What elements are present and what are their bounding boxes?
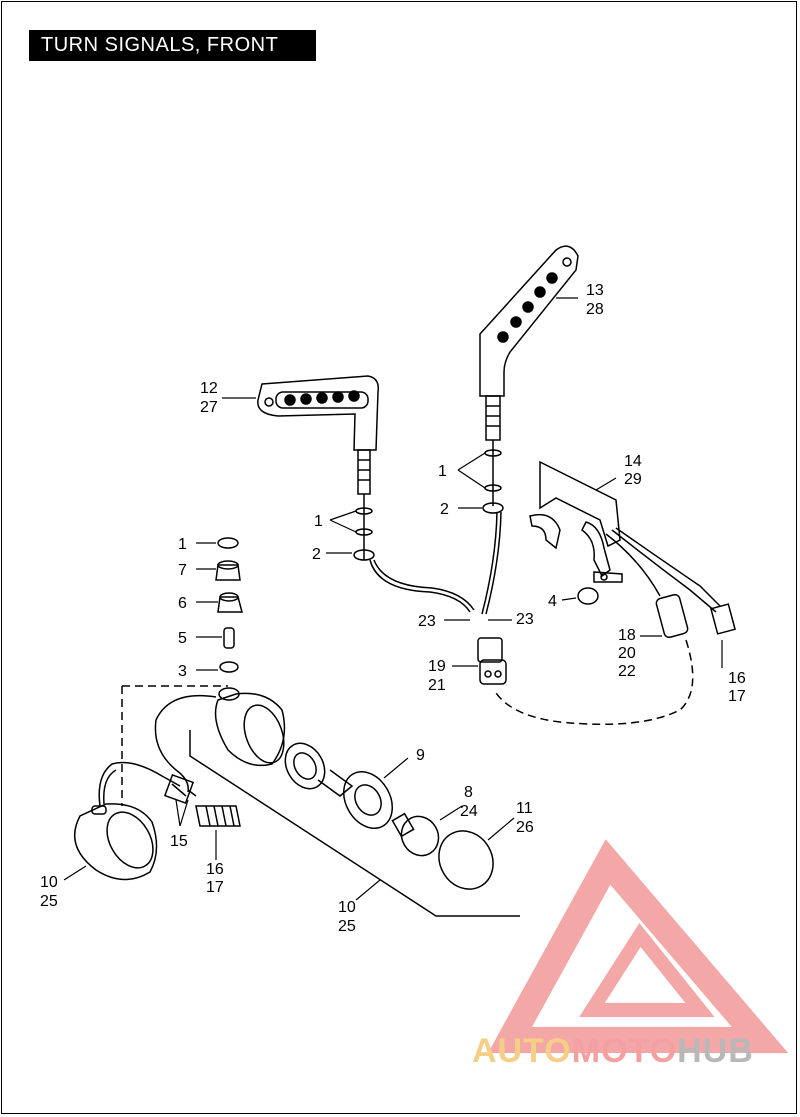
label-18: 18 xyxy=(618,627,636,644)
label-17: 17 xyxy=(728,688,746,705)
label-1: 1 xyxy=(178,536,187,553)
label-6: 6 xyxy=(178,595,187,612)
watermark-hub: HUB xyxy=(677,1032,754,1070)
signal-housing-left xyxy=(73,761,195,881)
label-5: 5 xyxy=(178,630,187,647)
label-23: 23 xyxy=(418,613,436,630)
bulb xyxy=(391,812,440,857)
callout-labels: 1 7 6 5 3 12 27 13 28 1 2 1 2 14 29 4 23… xyxy=(40,282,746,935)
label-2: 2 xyxy=(312,546,321,563)
label-1: 1 xyxy=(438,463,447,480)
label-19: 19 xyxy=(428,658,446,675)
watermark-logo xyxy=(488,839,789,1053)
left-turn-signal-bar xyxy=(257,375,475,613)
watermark-auto: AUTO xyxy=(472,1032,572,1070)
label-16: 16 xyxy=(206,861,224,878)
label-8: 8 xyxy=(464,784,473,801)
label-17: 17 xyxy=(206,879,224,896)
terminal-strip xyxy=(195,805,241,827)
label-4: 4 xyxy=(548,593,557,610)
label-11: 11 xyxy=(516,800,533,817)
socket-assembly xyxy=(284,742,393,829)
hardware-stack xyxy=(215,537,243,673)
label-20: 20 xyxy=(618,645,636,662)
diagram-artwork xyxy=(73,245,736,917)
label-3: 3 xyxy=(178,663,187,680)
label-15: 15 xyxy=(170,833,188,850)
label-2: 2 xyxy=(440,501,449,518)
watermark-moto: MOTO xyxy=(571,1032,678,1070)
label-21: 21 xyxy=(428,677,446,694)
label-10: 10 xyxy=(338,899,356,916)
right-turn-signal-bar xyxy=(479,245,579,615)
label-9: 9 xyxy=(416,747,425,764)
label-23: 23 xyxy=(516,611,534,628)
label-13: 13 xyxy=(586,282,604,299)
label-26: 26 xyxy=(516,819,534,836)
watermark-text: AUTOMOTOHUB xyxy=(472,1032,754,1071)
page-title: TURN SIGNALS, FRONT xyxy=(29,30,316,61)
label-16: 16 xyxy=(728,670,746,687)
label-25: 25 xyxy=(338,918,356,935)
right-connectors xyxy=(493,593,736,725)
lens xyxy=(438,830,494,890)
label-12: 12 xyxy=(200,380,218,397)
grommet xyxy=(577,587,599,605)
label-24: 24 xyxy=(460,803,478,820)
label-29: 29 xyxy=(624,471,642,488)
label-14: 14 xyxy=(624,453,642,470)
label-10: 10 xyxy=(40,874,58,891)
mounting-bracket xyxy=(529,460,721,613)
label-1: 1 xyxy=(314,513,323,530)
label-7: 7 xyxy=(178,562,187,579)
label-22: 22 xyxy=(618,663,636,680)
center-connector xyxy=(477,637,507,685)
label-27: 27 xyxy=(200,399,218,416)
label-25: 25 xyxy=(40,893,58,910)
leader-lines xyxy=(63,297,723,901)
label-28: 28 xyxy=(586,301,604,318)
